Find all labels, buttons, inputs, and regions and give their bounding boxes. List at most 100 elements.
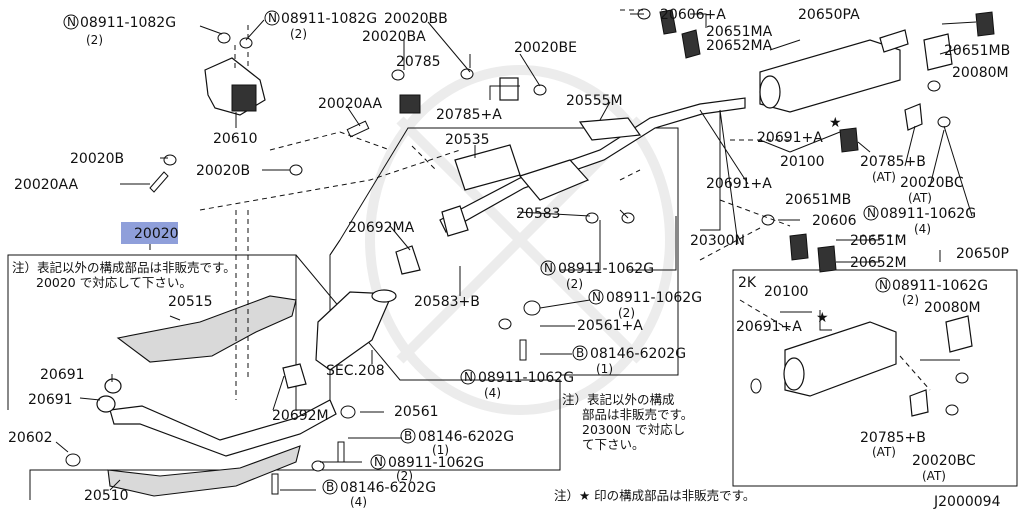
label-20100: 20100 [780,154,825,170]
label-20691-a: 20691 [40,367,85,383]
qty-08911-1062g-right: (4) [914,222,931,236]
star-mark: ★ [829,115,842,131]
highlight-label: 20020 [134,226,179,242]
label-sec208: SEC.208 [326,363,385,379]
label-08146-6202g-c2: 08146-6202G [418,429,514,445]
label-20020bc-at: (AT) [908,191,932,205]
label-20020aa-upper: 20020AA [318,96,383,112]
nut-symbol: N [464,370,473,384]
label-20020bc: 20020BC [900,175,964,191]
bolt-symbol: B [404,429,412,443]
nut-symbol: N [374,455,383,469]
note-mid-line1: 注）表記以外の構成 [562,392,675,407]
sub-diagram-2k: 2K 20100 N 08911-1062G (2) 20080M 20691+… [736,275,988,483]
label-20602: 20602 [8,430,53,446]
label-20785a: 20785+A [436,107,502,123]
label-20300n: 20300N [690,233,745,249]
bolt-symbol: B [576,346,584,360]
note-mid-line3: 20300N で対応し [582,422,685,437]
label-20785b-at: (AT) [872,170,896,184]
label-08911-1062g-right: 08911-1062G [880,206,976,222]
qty-08146-6202g-c3: (4) [350,495,367,509]
label-20020b-left: 20020B [70,151,124,167]
note-mid-line2: 部品は非販売です。 [582,407,693,422]
k2-label-20020bc: 20020BC [912,453,976,469]
part-labels: N 08911-1082G (2) N 08911-1082G (2) 2002… [8,7,1010,509]
k2-label-20691a: 20691+A [736,319,802,335]
highlight-box [121,222,178,244]
label-20691-b: 20691 [28,392,73,408]
label-20651mb: 20651MB [785,192,851,208]
label-08146-6202g-c1: 08146-6202G [590,346,686,362]
label-08911-1062g-c2: 08911-1062G [606,290,702,306]
leader-lines [55,9,977,491]
label-20555m: 20555M [566,93,623,109]
label-20020bb: 20020BB [384,11,448,27]
qty-08146-6202g-c1: (1) [596,362,613,376]
k2-label-20785b: 20785+B [860,430,926,446]
diagram-code: J2000094 [933,494,1001,510]
label-20785: 20785 [396,54,441,70]
label-20652ma: 20652MA [706,38,773,54]
k2-title: 2K [738,275,757,291]
qty-08911-1062g-c1: (2) [566,277,583,291]
k2-label-20080m: 20080M [924,300,981,316]
qty-08911-1062g-c4: (2) [396,469,413,483]
label-20020aa-left: 20020AA [14,177,79,193]
label-20561: 20561 [394,404,439,420]
label-20020ba: 20020BA [362,29,426,45]
parts-art [65,8,995,497]
qty-08911-1062g-c3: (4) [484,386,501,400]
note-bottom: 注）★ 印の構成部品は非販売です。 [554,488,755,503]
note-left-line1: 注）表記以外の構成部品は非販売です。 [12,260,236,275]
label-08911-1062g-c4: 08911-1062G [388,455,484,471]
label-20515: 20515 [168,294,213,310]
label-20650pa: 20650PA [798,7,860,23]
label-20606a: 20606+A [660,7,726,23]
label-20651ma: 20651MA [706,24,773,40]
label-20020b-mid: 20020B [196,163,250,179]
label-20583: 20583 [516,206,561,222]
qty-08146-6202g-c2: (1) [432,443,449,457]
k2-label-20100: 20100 [764,284,809,300]
nut-symbol: N [544,261,553,275]
label-08911-1082g-mid: 08911-1082G [281,11,377,27]
label-08911-1062g-c1: 08911-1062G [558,261,654,277]
label-20652m: 20652M [850,255,907,271]
label-20583b: 20583+B [414,294,480,310]
bolt-symbol: B [326,480,334,494]
note-mid-line4: て下さい。 [582,437,645,452]
label-20535: 20535 [445,132,490,148]
label-20651mb-top: 20651MB [944,43,1010,59]
label-20651m: 20651M [850,233,907,249]
label-20561a: 20561+A [577,318,643,334]
label-08146-6202g-c3: 08146-6202G [340,480,436,496]
nut-symbol: N [592,290,601,304]
label-20510: 20510 [84,488,129,504]
nut-symbol: N [67,15,76,29]
label-08911-1062g-c3: 08911-1062G [478,370,574,386]
frames [7,127,1018,500]
label-20691a-2: 20691+A [706,176,772,192]
label-08911-1082g-left: 08911-1082G [80,15,176,31]
k2-qty-08911-1062g: (2) [902,293,919,307]
nut-symbol: N [879,278,888,292]
label-20691a-1: 20691+A [757,130,823,146]
label-20610: 20610 [213,131,258,147]
label-20692ma: 20692MA [348,220,415,236]
k2-label-08911-1062g: 08911-1062G [892,278,988,294]
label-20020be: 20020BE [514,40,577,56]
k2-label-20020bc-at: (AT) [922,469,946,483]
note-left-line2: 20020 で対応して下さい。 [36,275,192,290]
label-20692m: 20692M [272,408,329,424]
nut-symbol: N [867,206,876,220]
nut-symbol: N [268,11,277,25]
label-20606: 20606 [812,213,857,229]
qty-08911-1082g-mid: (2) [290,27,307,41]
k2-label-20785b-at: (AT) [872,445,896,459]
label-20785b: 20785+B [860,154,926,170]
star-mark: ★ [816,310,829,326]
qty-08911-1062g-c2: (2) [618,306,635,320]
qty-08911-1082g-left: (2) [86,33,103,47]
